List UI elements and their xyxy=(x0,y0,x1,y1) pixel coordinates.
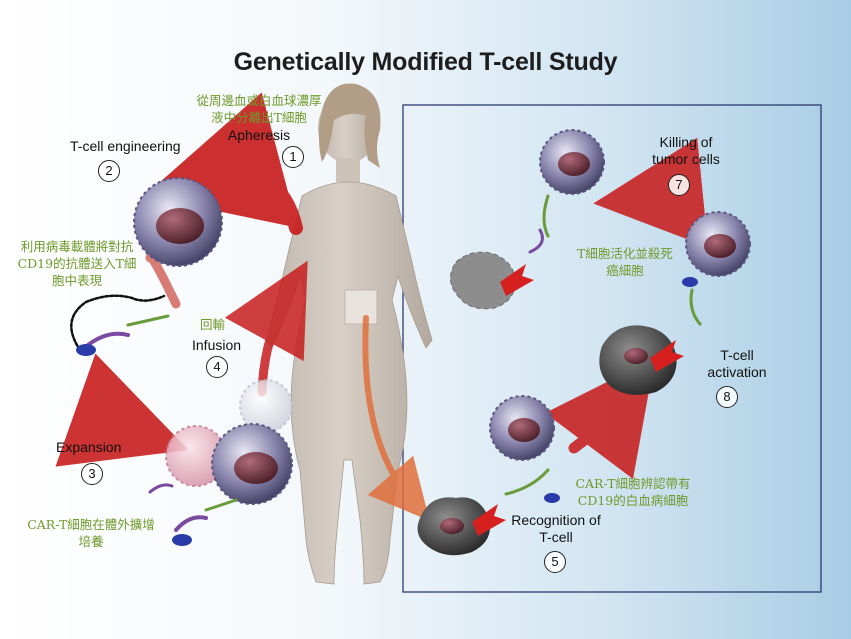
step-5-label-line-2: T-cell xyxy=(539,529,573,545)
step-5-label-line-1: Recognition of xyxy=(511,512,601,528)
step-1-note-line-1: 從周邊血或白血球濃厚 xyxy=(196,93,322,108)
step-3-label: Expansion xyxy=(56,439,122,455)
step-2-note: 利用病毒載體將對抗 CD19的抗體送入T細 胞中表現 xyxy=(2,238,152,289)
step-5-note: CAR-T細胞辨認帶有 CD19的白血病細胞 xyxy=(548,475,718,509)
step-2-label: T-cell engineering xyxy=(70,138,181,154)
step-2-number: 2 xyxy=(98,160,120,182)
step-8-number: 8 xyxy=(716,386,738,408)
step-1-note-line-2: 液中分離出T細胞 xyxy=(211,110,307,125)
step-4-note: 回輸 xyxy=(200,317,226,332)
step-3-note-line-2: 培養 xyxy=(78,534,104,549)
step-2-note-line-3: 胞中表現 xyxy=(51,273,102,288)
step-7-label-line-2: tumor cells xyxy=(652,151,720,167)
t-cell-expansion xyxy=(165,379,293,505)
treatment-panel-frame xyxy=(402,104,822,593)
step-7-note-line-2: 癌細胞 xyxy=(606,263,644,278)
page-title: Genetically Modified T-cell Study xyxy=(233,48,618,76)
step-7-note-line-1: T細胞活化並殺死 xyxy=(577,246,673,261)
step-2-note-line-2: CD19的抗體送入T細 xyxy=(17,256,137,271)
t-cell-activation xyxy=(685,211,751,277)
process-arrows xyxy=(55,92,709,521)
step-3-number: 3 xyxy=(81,463,103,485)
step-8-label-line-1: T-cell xyxy=(720,347,754,363)
t-cell-engineering xyxy=(133,177,223,267)
step-4-number: 4 xyxy=(206,356,228,378)
step-8-label-line-2: activation xyxy=(707,364,767,380)
step-7-note: T細胞活化並殺死 癌細胞 xyxy=(560,245,690,279)
step-8-label: T-cell activation xyxy=(692,347,782,381)
step-5-number: 5 xyxy=(544,551,566,573)
car-constructs xyxy=(70,194,702,546)
tumor-cells xyxy=(417,251,677,556)
step-1-label: Apheresis xyxy=(227,127,291,143)
step-4-label: Infusion xyxy=(192,337,242,353)
t-cell-recognition xyxy=(489,395,555,461)
step-3-note-line-1: CAR-T細胞在體外擴增 xyxy=(27,517,155,532)
step-7-label-line-1: Killing of xyxy=(659,134,713,150)
step-5-note-line-1: CAR-T細胞辨認帶有 xyxy=(575,476,691,491)
step-5-note-line-2: CD19的白血病細胞 xyxy=(577,493,689,508)
step-3-note: CAR-T細胞在體外擴增 培養 xyxy=(16,516,166,550)
step-5-label: Recognition of T-cell xyxy=(496,512,616,546)
step-7-label: Killing of tumor cells xyxy=(626,134,746,168)
engagement-arrows xyxy=(472,264,684,536)
step-7-number: 7 xyxy=(668,174,690,196)
t-cell-killing xyxy=(539,129,605,195)
step-1-number: 1 xyxy=(282,146,304,168)
step-2-note-line-1: 利用病毒載體將對抗 xyxy=(20,239,134,254)
step-1-note: 從周邊血或白血球濃厚 液中分離出T細胞 xyxy=(184,92,334,126)
